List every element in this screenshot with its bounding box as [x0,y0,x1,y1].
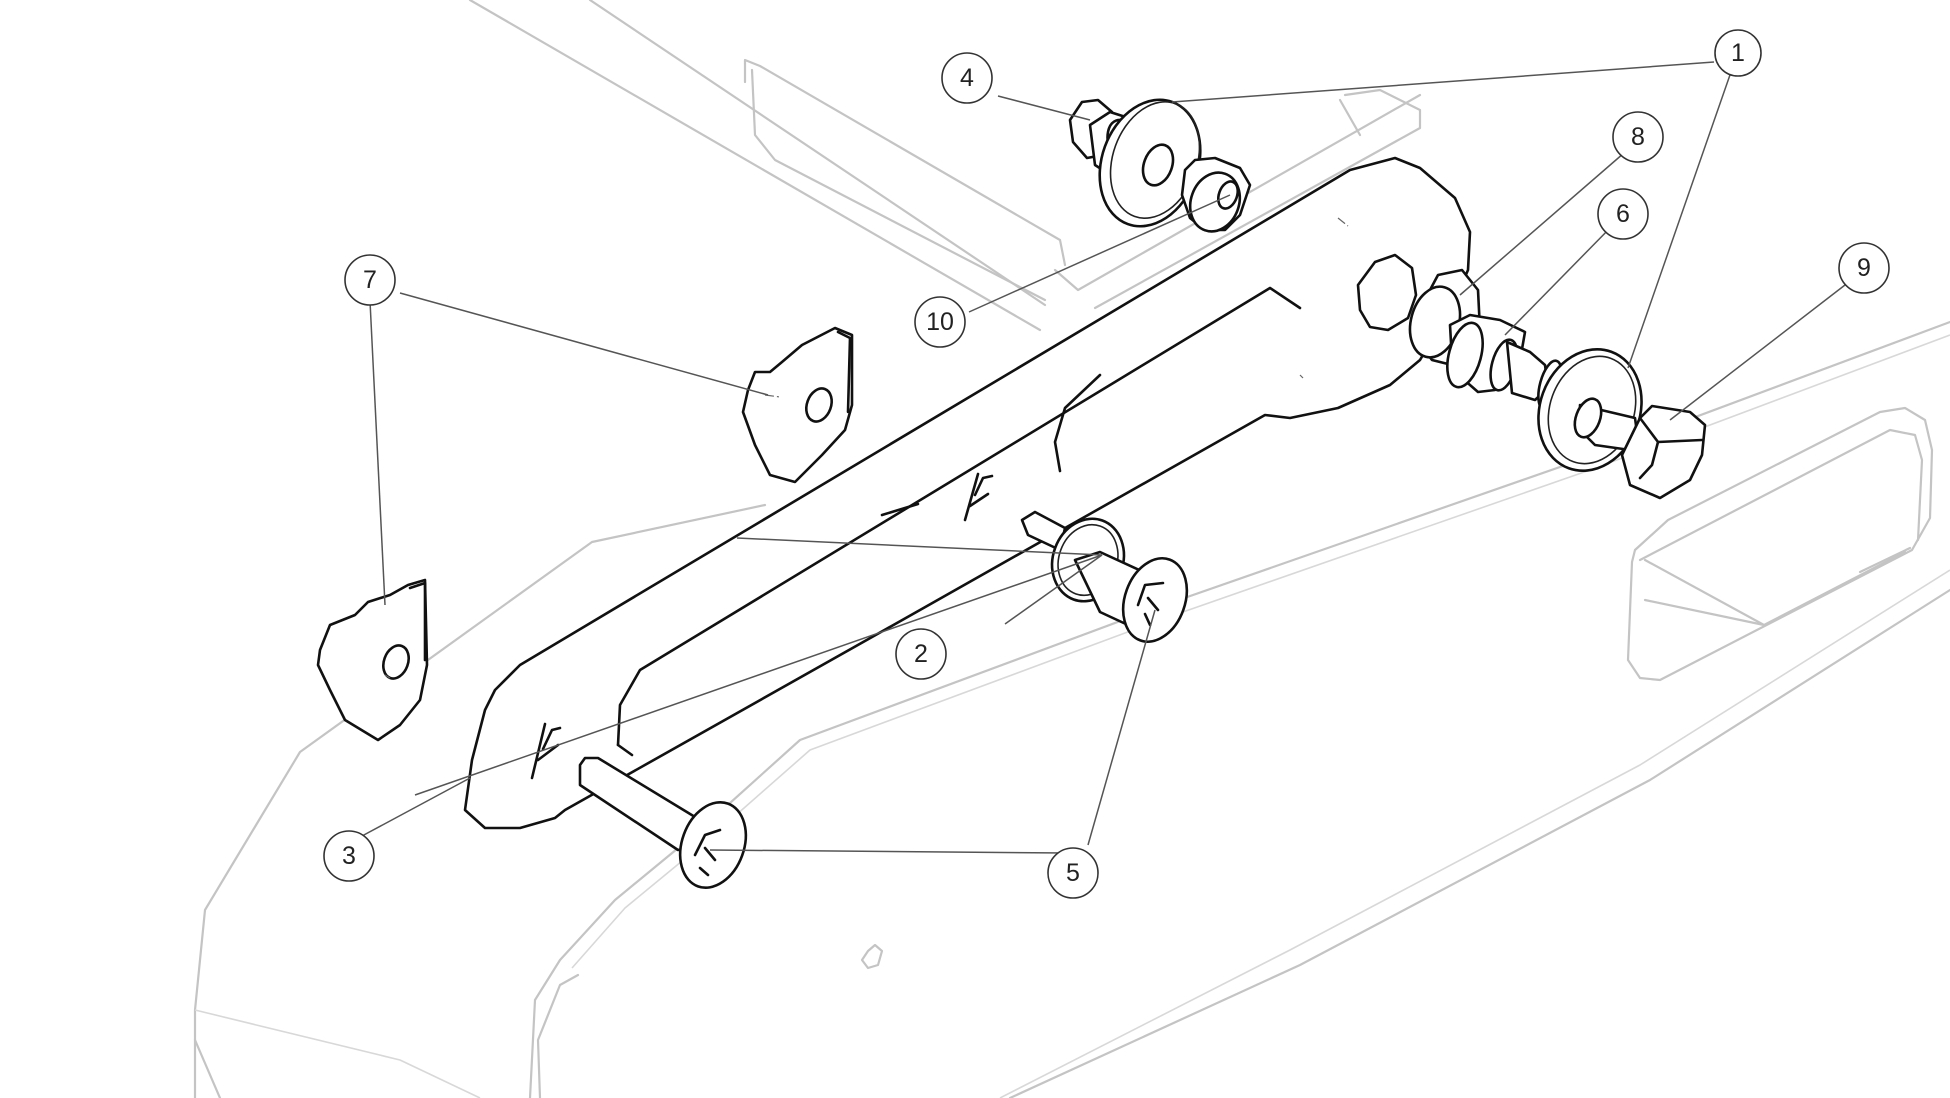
callout-5-circle [1047,847,1099,899]
callout-8-label: 8 [1631,123,1645,151]
callout-1-circle [1714,29,1762,77]
callout-10: 10 [914,296,966,348]
callout-4-label: 4 [960,64,974,92]
callout-6-label: 6 [1616,200,1630,228]
callout-10-circle [914,296,966,348]
top-nut [1180,156,1252,233]
callout-10-label: 10 [926,308,954,336]
callout-2-label: 2 [914,640,928,668]
callout-1-label: 1 [1731,39,1745,67]
cam-washer-upper [741,326,854,484]
link-plate [463,156,1472,830]
callout-7-label: 7 [363,266,377,294]
background-housing [193,0,1950,1098]
callout-8-circle [1612,111,1664,163]
callout-6-circle [1597,188,1649,240]
callout-7: 7 [344,254,396,306]
callout-6: 6 [1597,188,1649,240]
leader-lines [361,61,1846,854]
lower-pin [578,756,748,889]
right-pivot-stack [1408,268,1707,500]
callout-2-circle [895,628,947,680]
callout-4-circle [941,52,993,104]
callout-3-circle [323,830,375,882]
callout-9-circle [1838,242,1890,294]
callout-9-label: 9 [1857,254,1871,282]
callout-4: 4 [941,52,993,104]
callout-9: 9 [1838,242,1890,294]
callout-8: 8 [1612,111,1664,163]
callout-3-label: 3 [342,842,356,870]
callout-2: 2 [895,628,947,680]
callout-5-label: 5 [1066,859,1080,887]
cam-washer-lower [316,578,429,742]
callout-5: 5 [1047,847,1099,899]
callout-7-circle [344,254,396,306]
callout-3: 3 [323,830,375,882]
middle-pin [1020,510,1189,643]
callout-1: 1 [1714,29,1762,77]
